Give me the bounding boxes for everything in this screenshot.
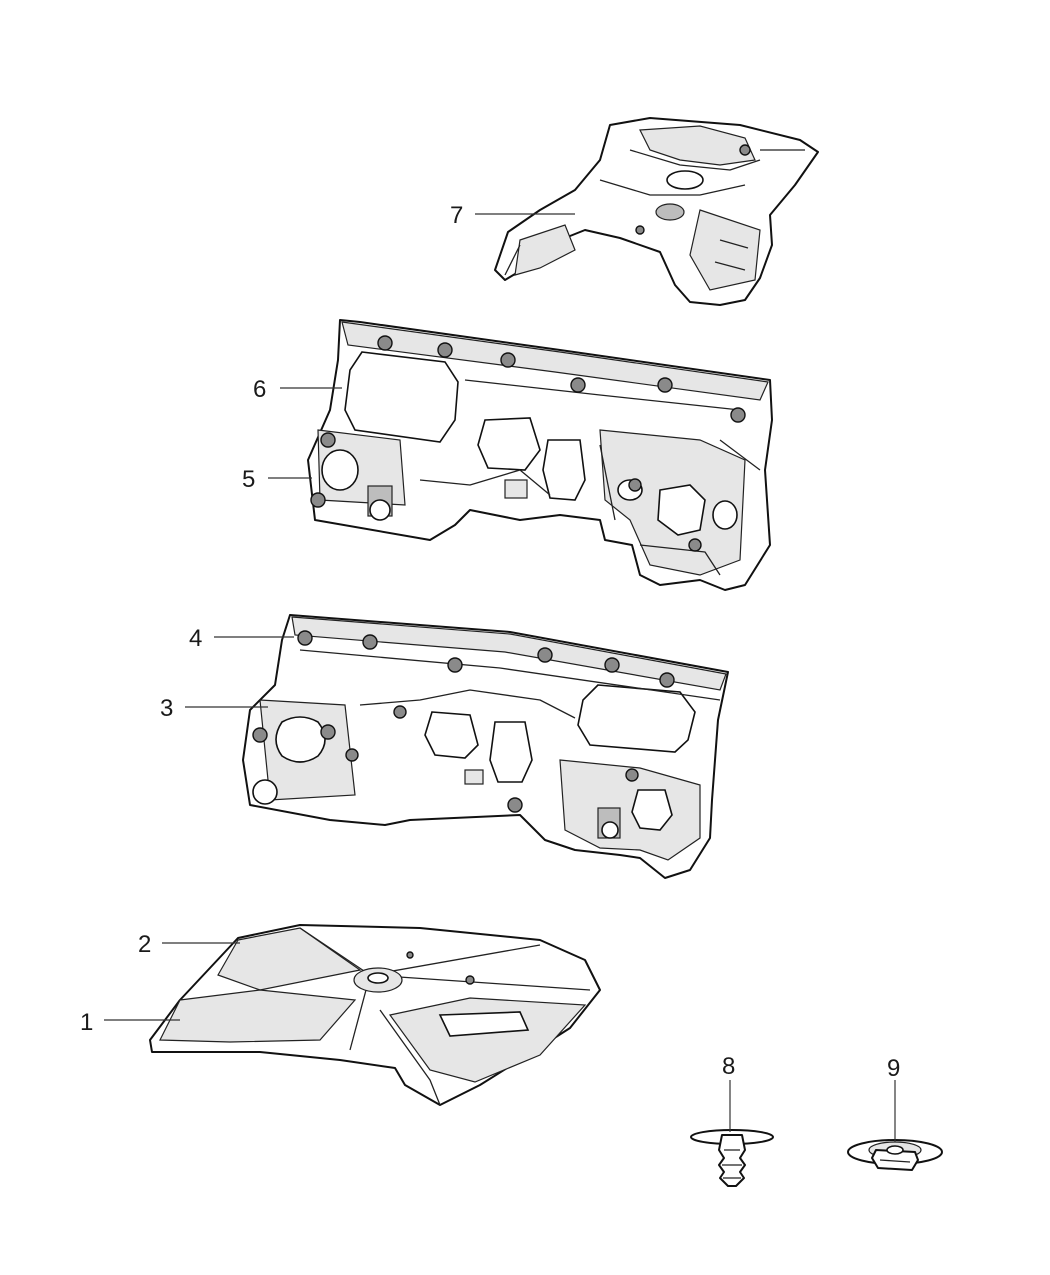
callout-2: 2 <box>138 931 151 958</box>
part-8-push-pin-fastener[interactable] <box>690 1129 774 1187</box>
callout-8: 8 <box>722 1053 735 1080</box>
callout-9: 9 <box>887 1055 900 1082</box>
callout-6: 6 <box>253 376 266 403</box>
part-5-6-dash-panel-silencer-upper[interactable] <box>307 319 773 591</box>
part-3-4-dash-panel-silencer-lower[interactable] <box>242 614 729 879</box>
part-1-2-hood-silencer-panel[interactable] <box>149 924 601 1106</box>
callout-7: 7 <box>450 202 463 229</box>
part-9-push-nut-fastener[interactable] <box>847 1139 943 1171</box>
callout-1: 1 <box>80 1009 93 1036</box>
callout-5: 5 <box>242 466 255 493</box>
part-7-floor-tunnel-insulator[interactable] <box>494 117 819 306</box>
callout-4: 4 <box>189 625 202 652</box>
callout-3: 3 <box>160 695 173 722</box>
